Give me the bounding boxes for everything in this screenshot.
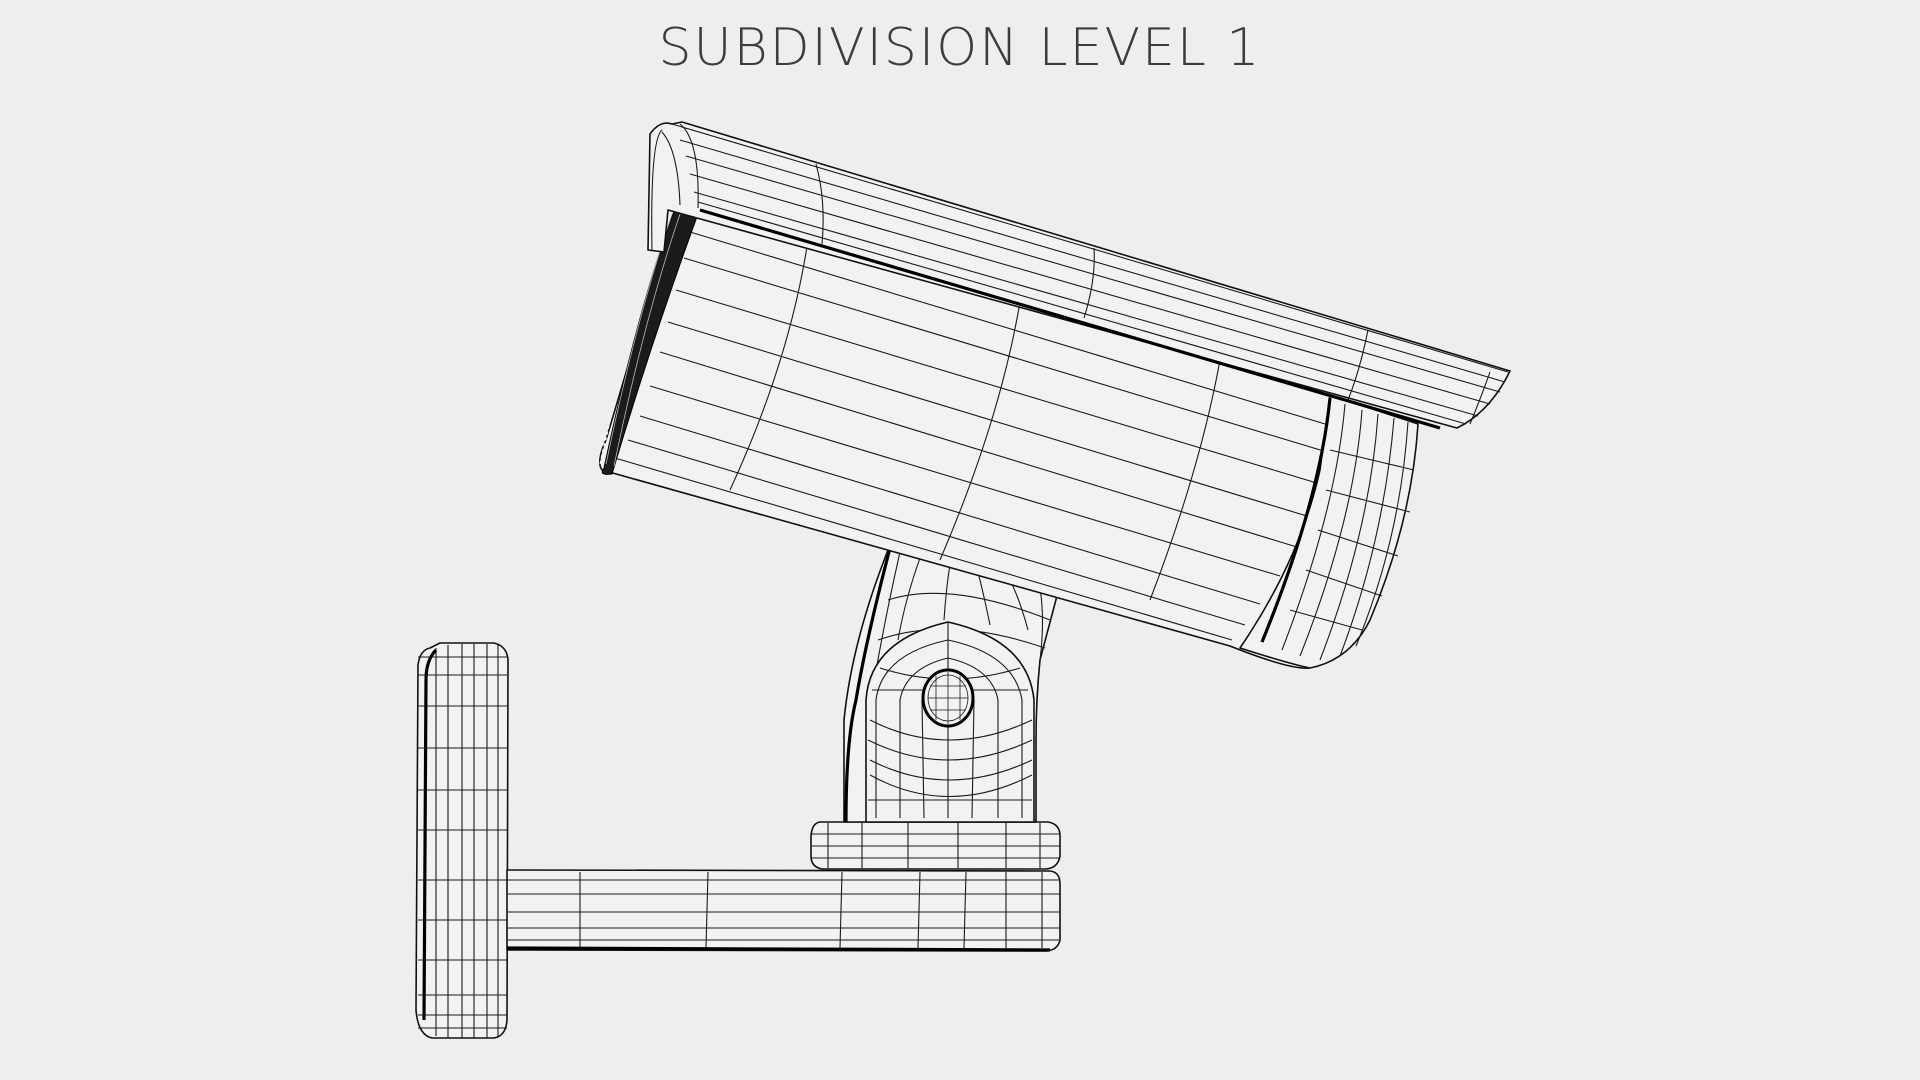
- pivot-bolt: [921, 668, 975, 728]
- swivel-ring: [810, 821, 1061, 870]
- hood: [647, 121, 1511, 430]
- render-title: SUBDIVISION LEVEL 1: [658, 18, 1262, 78]
- wall-plate: [415, 642, 509, 1039]
- back-cap: [1239, 394, 1419, 669]
- housing: [598, 207, 1413, 669]
- arm: [506, 869, 1061, 952]
